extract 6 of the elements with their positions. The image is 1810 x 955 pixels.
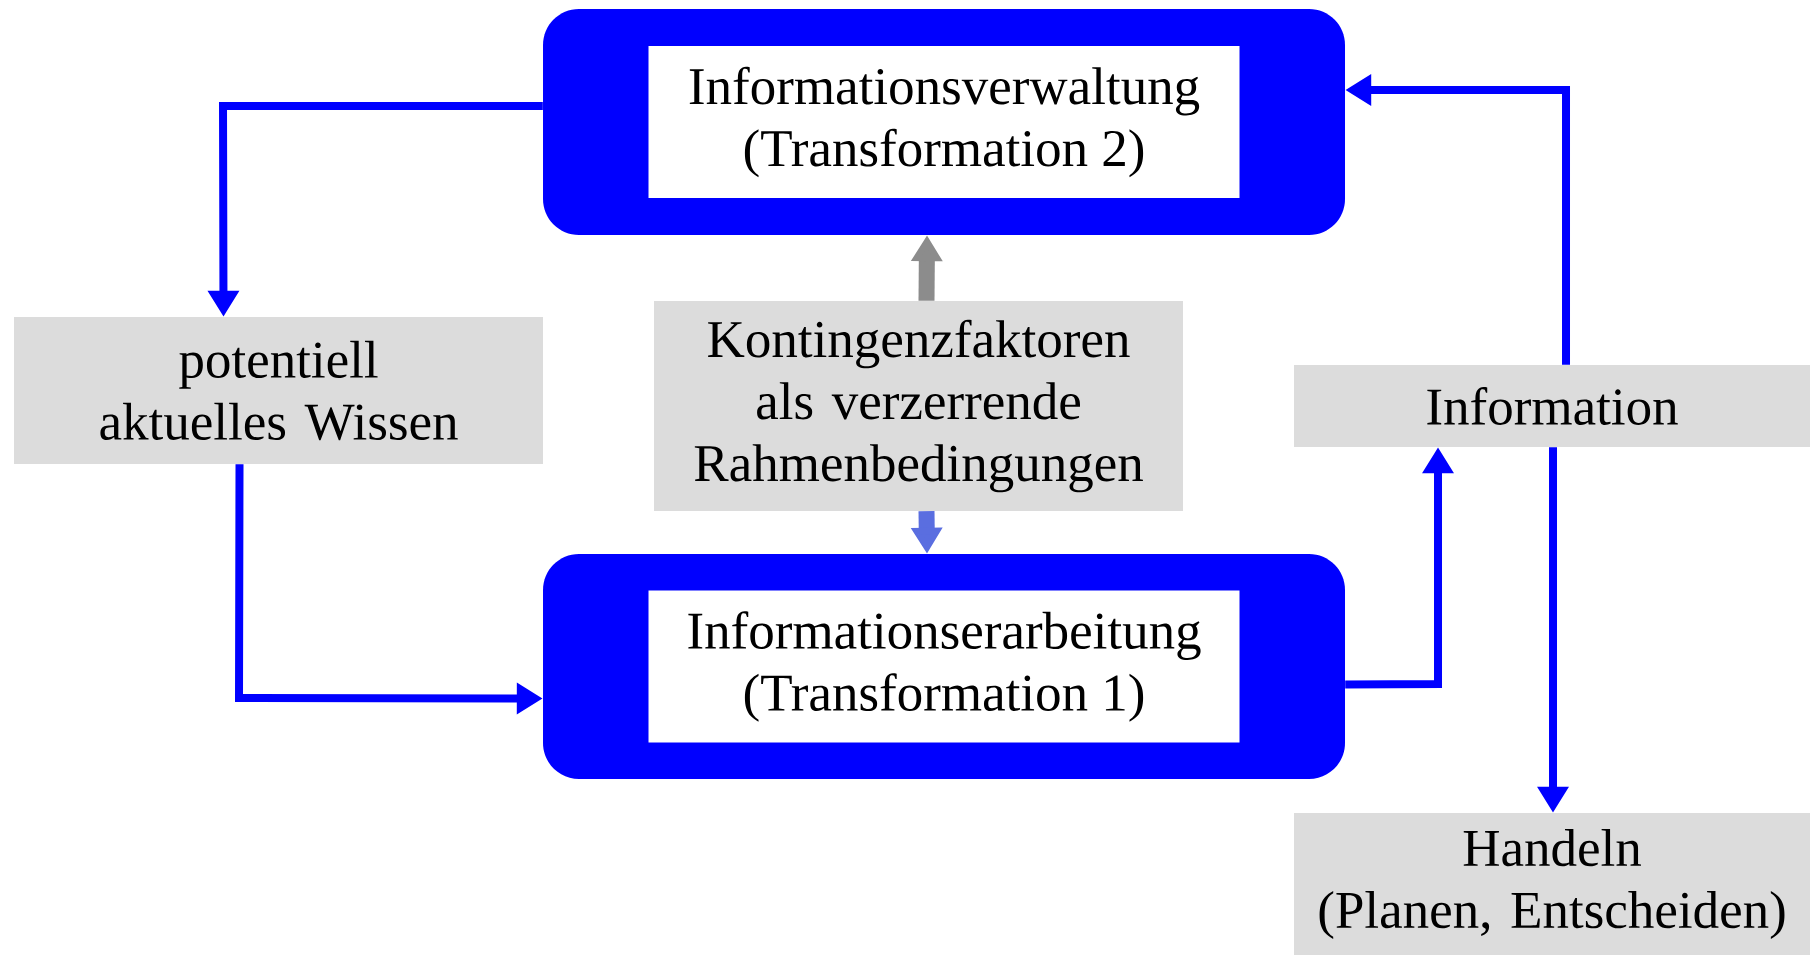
- label-box: Kontingenzfaktoren als verzerrende Rahmenbedingungen: [654, 301, 1183, 511]
- label-box: potentiell aktuelles Wissen: [14, 317, 543, 464]
- process-box: Informationsverwaltung (Transformation 2): [543, 9, 1345, 235]
- label-box: Handeln (Planen, Entscheiden): [1294, 813, 1810, 955]
- label-box: Information: [1294, 365, 1810, 447]
- process-box: Informationserarbeitung (Transformation 1): [543, 554, 1345, 779]
